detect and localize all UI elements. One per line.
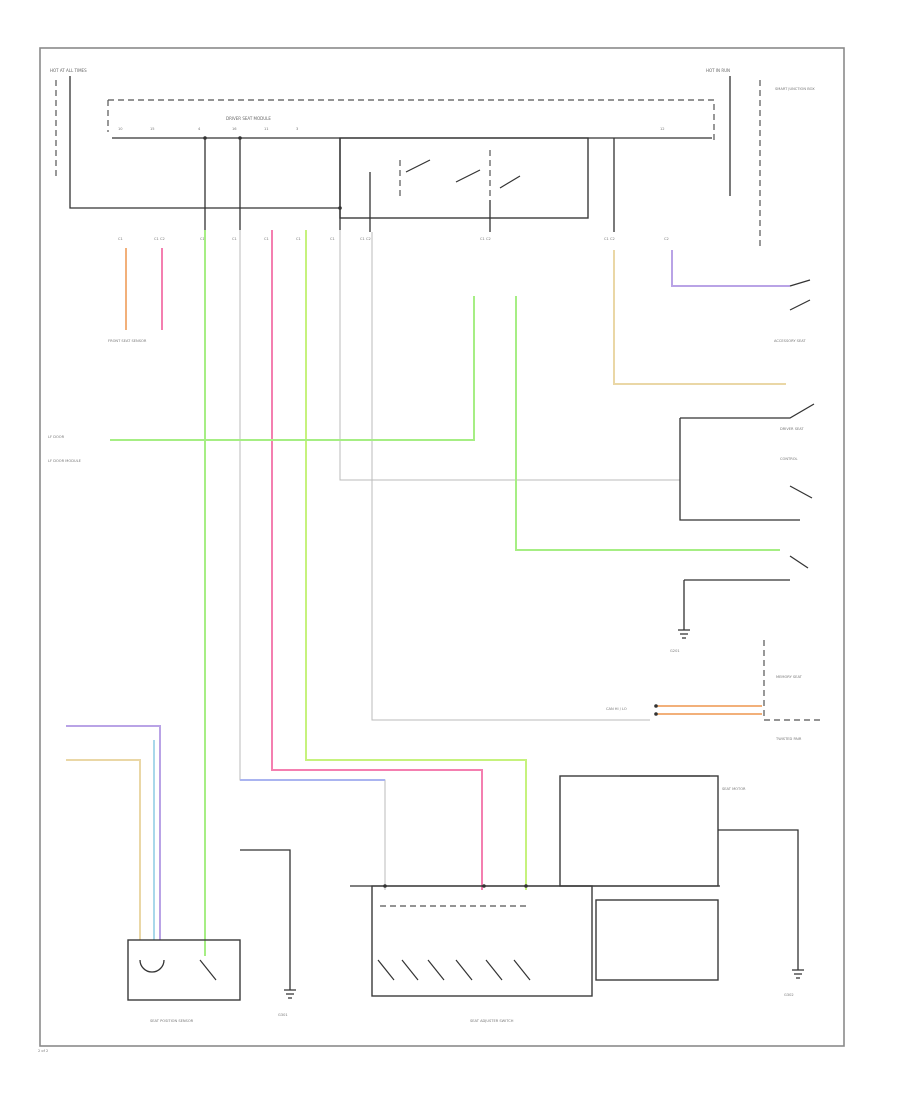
right-box-2-top [680,403,815,419]
right-text: DRIVER SEAT [780,427,804,431]
right-box-2 [679,418,800,521]
switch-contact [405,159,521,189]
right-text: CONTROL [780,457,798,461]
terminal-label: 12 [660,127,665,131]
connector-label: C2 [664,237,669,241]
junction-dot [654,712,658,716]
right-text: ACCESSORY SEAT [774,339,806,343]
adj-switch-3 [427,959,445,981]
green-horizontal-bus [110,296,475,441]
center-bottom-module-label: SEAT ADJUSTER SWITCH [470,1019,514,1023]
tan-wire-left [66,759,141,940]
connector-label: C1 [330,237,335,241]
junction-dot [524,884,528,888]
right-text: TWISTED PAIR [775,737,802,741]
thin-wire-370 [371,232,650,721]
right-text: MEMORY SEAT [776,675,803,679]
junction-dot [238,136,242,140]
adj-switch-6 [513,959,531,981]
ground-left-label: G301 [278,1013,288,1017]
junction-dot [203,136,207,140]
connector-label: C1 [200,237,205,241]
right-bottom-module-label: SEAT MOTOR [722,787,746,791]
lime-wire-long [305,230,527,890]
junction-dot [654,704,658,708]
motor-return [718,829,799,970]
adj-switch-4 [455,959,473,981]
adj-switch-5 [485,959,503,981]
sensor-feed [240,849,291,990]
module-title: DRIVER SEAT MODULE [226,116,271,121]
ground-mid-symbol [678,629,690,639]
terminal-label: 15 [150,127,155,131]
connector-label: C1 [264,237,269,241]
ground-mid-label: G201 [670,649,680,653]
switch-link [399,150,491,200]
right-text: SMART JUNCTION BOX [775,87,815,91]
blue-wire-left [66,725,161,940]
top-right-header: HOT IN RUN [706,68,730,73]
tan-wire-right [613,250,786,385]
diagram-frame [39,47,845,1047]
green-right-bus [515,296,780,551]
right-dashed-box [763,640,820,721]
top-left-header: HOT AT ALL TIMES [50,68,87,73]
right-switch-1 [789,279,811,311]
right-switch-3 [789,485,813,499]
connector-label: C1 C2 [154,237,165,241]
junction-dot [338,206,342,210]
junction-dot [482,884,486,888]
ground-mid-wire [683,579,790,630]
sensor-inner [139,959,165,973]
connector-label: C1 [118,237,123,241]
thin-wire-340 [339,230,680,481]
footer-code: 2 of 2 [38,1049,48,1053]
ground-left-symbol [284,989,296,999]
connector-label: C1 [296,237,301,241]
connector-label: C1 C2 [480,237,491,241]
left-feed-wire [69,76,340,209]
seat-position-sensor-box [127,939,241,1001]
terminal-label: 16 [232,127,237,131]
purple-wire-right [671,250,790,287]
motor-inner-box [595,899,719,981]
ground-right-symbol [792,969,804,979]
adj-switch-2 [401,959,419,981]
junction-dot [383,884,387,888]
module-dashed-box [107,99,715,140]
left-connector-label: FRONT SEAT SENSOR [108,339,147,343]
right-switch-4 [789,555,809,569]
connector-label: C1 C2 [360,237,371,241]
sensor-switch [199,959,217,981]
pink-wire-long [271,230,483,890]
left-side-label: LF DOOR MODULE [48,459,82,463]
seat-motor-box [559,775,719,887]
connector-label: C1 C2 [604,237,615,241]
thin-wire-240 [239,230,386,890]
seat-adjuster-switch-box [371,885,593,997]
ground-right-label: G302 [784,993,794,997]
adj-switch-1 [377,959,395,981]
left-side-label: LF DOOR [48,435,65,439]
connector-label: C1 [232,237,237,241]
data-pair-label: CAN HI / LO [606,707,627,711]
terminal-label: 10 [118,127,123,131]
terminal-label: 4 [198,127,201,131]
terminal-label: 11 [264,127,269,131]
left-bottom-module-label: SEAT POSITION SENSOR [150,1019,194,1023]
terminal-label: 3 [296,127,298,131]
